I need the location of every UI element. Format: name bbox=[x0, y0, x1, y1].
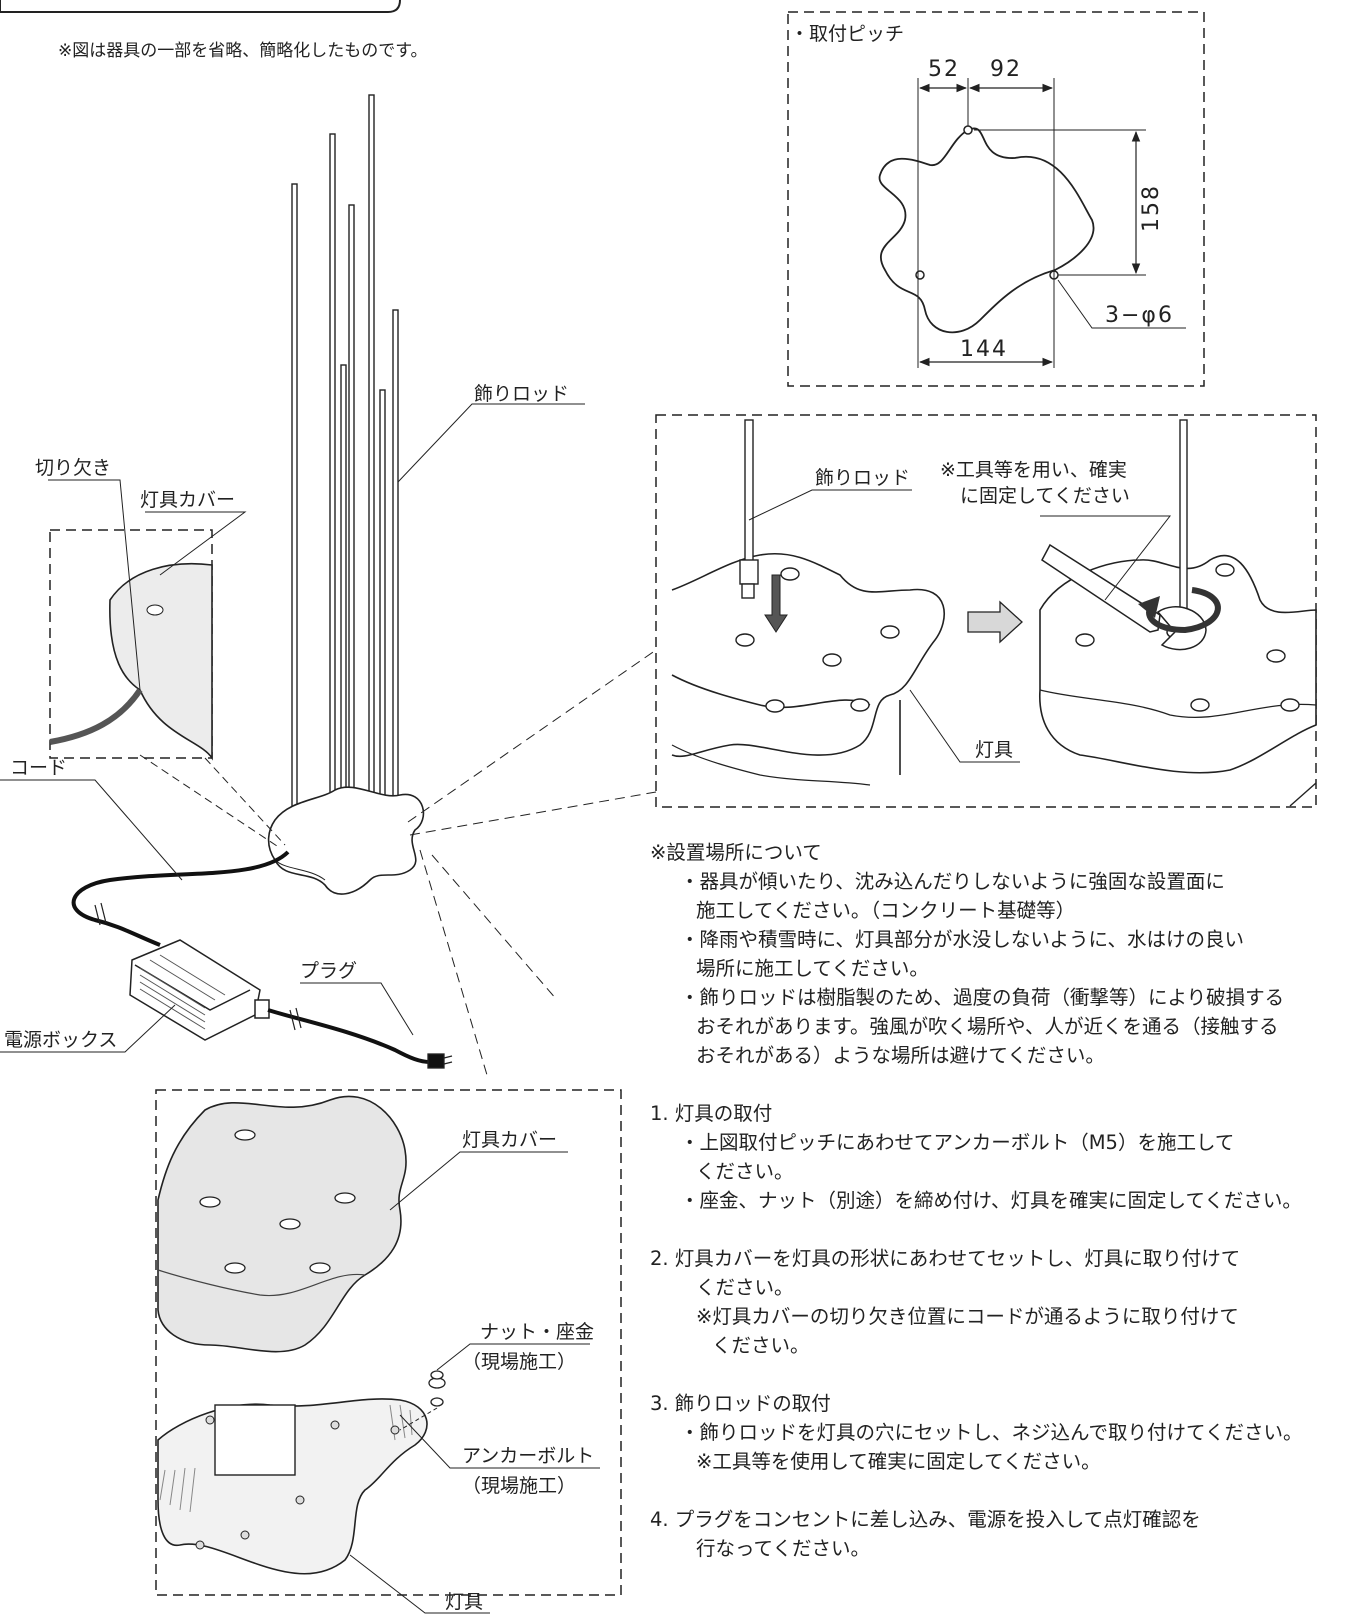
rod-install-detail bbox=[655, 414, 1317, 808]
step-3-item: ・飾りロッドを灯具の穴にセットし、ネジ込んで取り付けてください。 bbox=[680, 1421, 1303, 1444]
decorative-rod bbox=[291, 183, 298, 815]
pitch-title: ・取付ピッチ bbox=[790, 23, 904, 45]
dim-92: 92 bbox=[990, 57, 1022, 82]
step-2-note: ※灯具カバーの切り欠き位置にコードが通るように取り付けて bbox=[696, 1305, 1239, 1328]
plug bbox=[427, 1053, 453, 1069]
label-anchor-bolt: アンカーボルト bbox=[462, 1445, 594, 1467]
location-heading: ※設置場所について bbox=[650, 841, 822, 864]
step-3-note: ※工具等を使用して確実に固定してください。 bbox=[696, 1450, 1101, 1473]
label-cord: コード bbox=[10, 757, 67, 779]
label-detail-rod: 飾りロッド bbox=[815, 467, 910, 489]
label-nut-washer: ナット・座金 bbox=[480, 1321, 594, 1343]
location-item-cont: おそれがある）ような場所は避けてください。 bbox=[696, 1044, 1105, 1067]
hole-spec: 3−φ6 bbox=[1105, 303, 1174, 328]
callouts-main bbox=[0, 403, 585, 1053]
label-bottom-fixture: 灯具 bbox=[445, 1591, 483, 1613]
power-cord bbox=[71, 850, 290, 947]
step-1-item: ・座金、ナット（別途）を締め付け、灯具を確実に固定してください。 bbox=[680, 1189, 1302, 1212]
mounting-pitch-panel: ・取付ピッチ 52 92 158 144 3−φ6 bbox=[787, 11, 1205, 387]
plug-cord bbox=[267, 1008, 431, 1064]
step-4: 4. プラグをコンセントに差し込み、電源を投入して点灯確認を bbox=[650, 1508, 1201, 1531]
decorative-rod bbox=[348, 204, 355, 818]
step-2-note-cont: ください。 bbox=[712, 1334, 810, 1357]
installation-instructions: ※設置場所について ・器具が傾いたり、沈み込んだりしないように強固な設置面に 施… bbox=[650, 838, 1360, 1563]
label-tool-note-1: ※工具等を用い、確実 bbox=[940, 459, 1127, 481]
label-bottom-cover: 灯具カバー bbox=[462, 1129, 557, 1151]
base-outline-top-view bbox=[878, 127, 1095, 334]
dim-52: 52 bbox=[928, 57, 960, 82]
decorative-rod bbox=[379, 389, 386, 841]
dim-158: 158 bbox=[1139, 184, 1164, 232]
location-item-cont: 場所に施工してください。 bbox=[696, 957, 929, 980]
location-item-cont: おそれがあります。強風が吹く場所や、人が近くを通る（接触する bbox=[696, 1015, 1279, 1038]
label-fixture: 灯具 bbox=[975, 739, 1013, 761]
power-box bbox=[129, 939, 270, 1041]
label-decorative-rod: 飾りロッド bbox=[474, 383, 569, 405]
decorative-rod bbox=[392, 309, 399, 831]
product-illustration bbox=[71, 94, 453, 1069]
location-item: ・器具が傾いたり、沈み込んだりしないように強固な設置面に bbox=[680, 870, 1225, 893]
decorative-rod bbox=[329, 133, 336, 825]
location-item: ・飾りロッドは樹脂製のため、過度の負荷（衝撃等）により破損する bbox=[680, 986, 1285, 1009]
step-4-cont: 行なってください。 bbox=[696, 1537, 870, 1560]
label-plug: プラグ bbox=[300, 960, 357, 982]
step-1-item-cont: ください。 bbox=[696, 1160, 794, 1183]
label-site-work-2: （現場施工） bbox=[462, 1475, 576, 1497]
mount-hole bbox=[963, 125, 973, 135]
label-power-box: 電源ボックス bbox=[4, 1029, 117, 1051]
label-site-work-1: （現場施工） bbox=[462, 1351, 576, 1373]
step-3: 3. 飾りロッドの取付 bbox=[650, 1392, 831, 1415]
location-item-cont: 施工してください。（コンクリート基礎等） bbox=[696, 899, 1076, 922]
label-tool-note-2: に固定してください bbox=[960, 485, 1130, 507]
step-2: 2. 灯具カバーを灯具の形状にあわせてセットし、灯具に取り付けて bbox=[650, 1247, 1241, 1270]
location-item: ・降雨や積雪時に、灯具部分が水没しないように、水はけの良い bbox=[680, 928, 1244, 951]
fixture-base bbox=[267, 786, 425, 895]
diagram-note: ※図は器具の一部を省略、簡略化したものです。 bbox=[58, 41, 428, 61]
step-2-cont: ください。 bbox=[696, 1276, 794, 1299]
dim-144: 144 bbox=[960, 337, 1008, 362]
notch-detail bbox=[49, 529, 286, 849]
step-1-item: ・上図取付ピッチにあわせてアンカーボルト（M5）を施工して bbox=[680, 1131, 1235, 1154]
decorative-rod bbox=[368, 94, 375, 838]
step-1: 1. 灯具の取付 bbox=[650, 1102, 773, 1125]
header-box-edge bbox=[0, 0, 401, 13]
decorative-rod bbox=[340, 364, 347, 846]
exploded-detail bbox=[155, 1089, 622, 1614]
label-notch: 切り欠き bbox=[35, 457, 111, 479]
label-cover: 灯具カバー bbox=[140, 489, 235, 511]
mount-hole bbox=[915, 270, 925, 280]
